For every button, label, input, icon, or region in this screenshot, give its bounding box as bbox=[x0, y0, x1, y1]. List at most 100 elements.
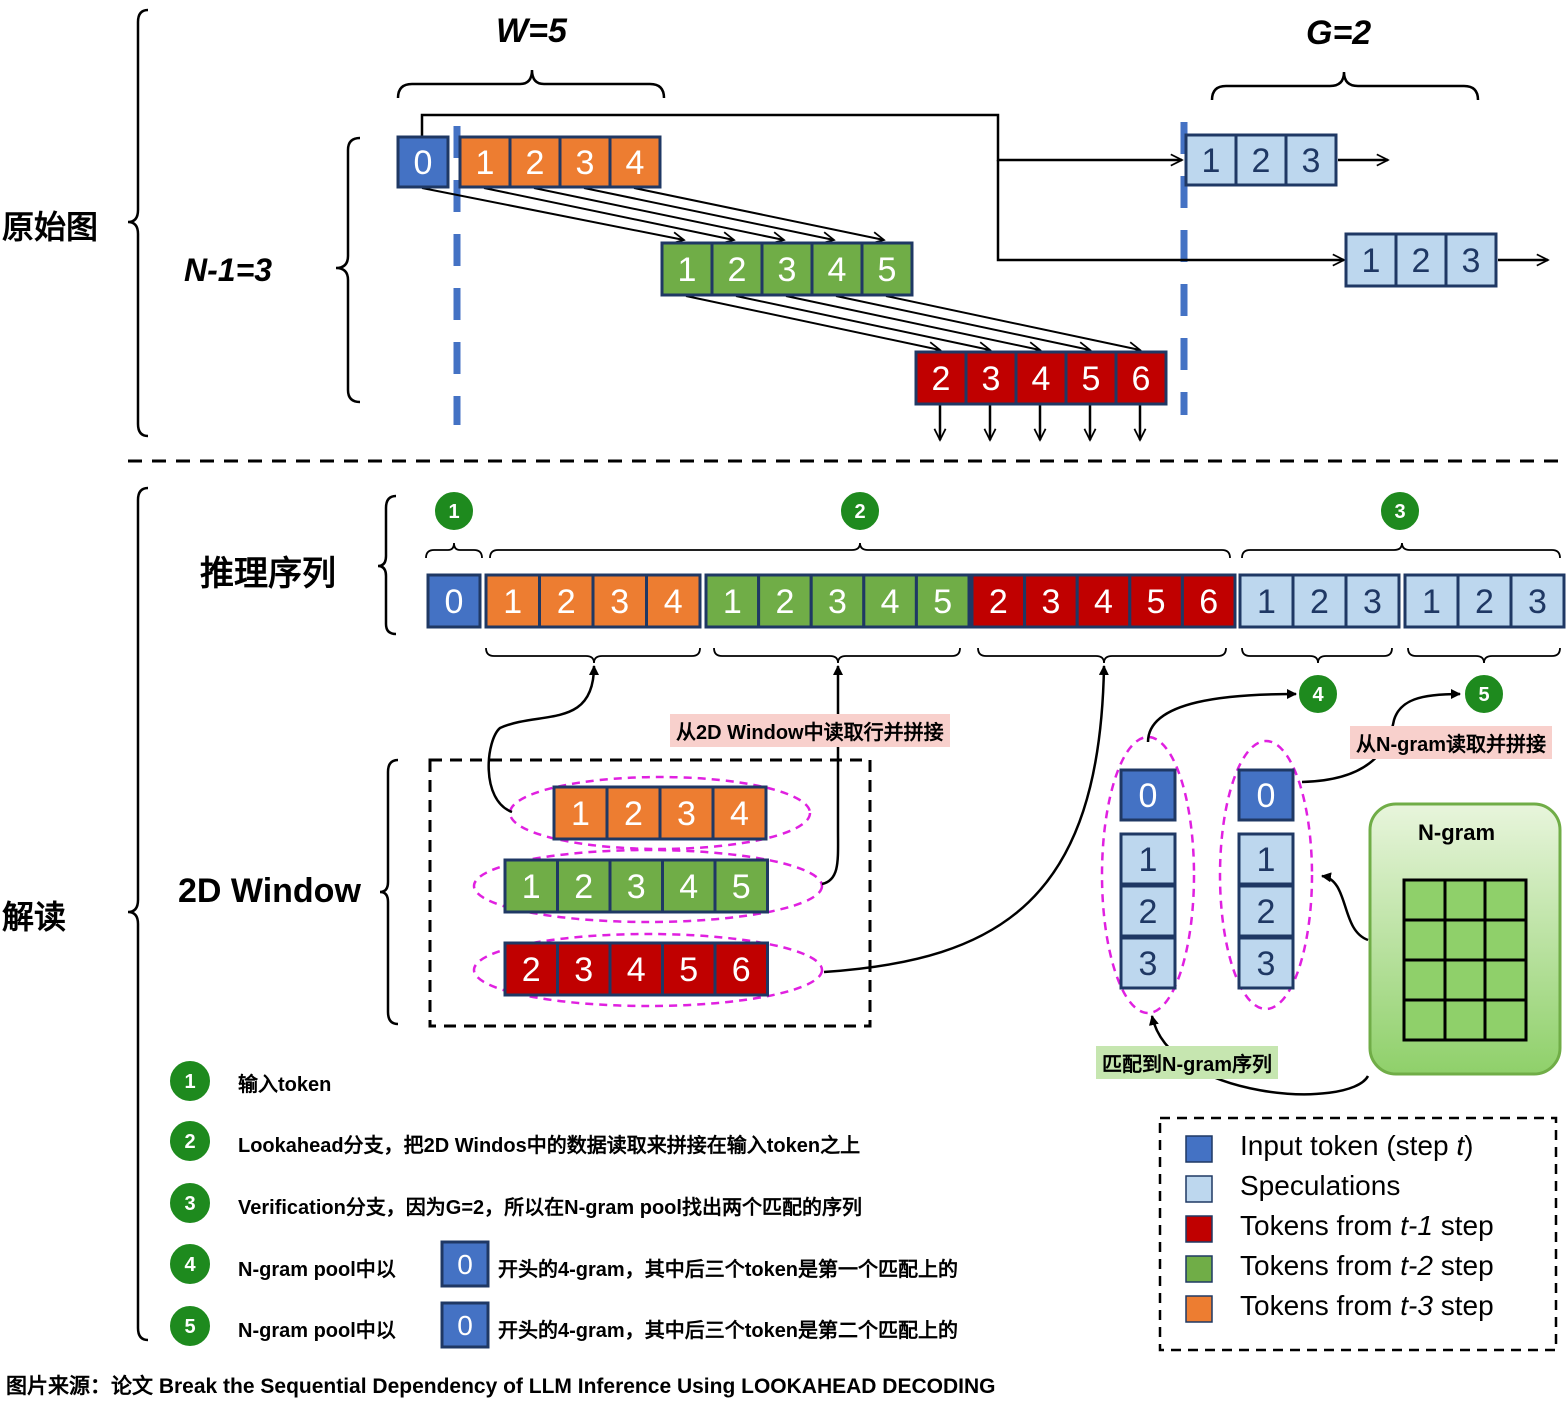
note-5-post: 开头的4-gram，其中后三个token是第二个匹配上的 bbox=[498, 1320, 959, 1342]
legend-swatch-3 bbox=[1185, 1255, 1213, 1283]
note-3: Verification分支，因为G=2，所以在N-gram pool找出两个匹… bbox=[238, 1197, 862, 1219]
step-circle-number-5: 5 bbox=[1478, 684, 1489, 706]
top-orange-token-label-1: 2 bbox=[526, 144, 545, 182]
step-circle-1: 1 bbox=[433, 490, 475, 532]
brace-under-spec1 bbox=[1241, 647, 1393, 664]
bottom-section-brace bbox=[127, 486, 149, 1342]
window-red-ellipse bbox=[472, 932, 824, 1008]
win-green-token-0: 1 bbox=[503, 858, 559, 914]
ngram-col2-token-label-0: 0 bbox=[1257, 777, 1276, 815]
bottom-section-label: 解读 bbox=[2, 899, 67, 935]
top-red-token-label-2: 4 bbox=[1032, 360, 1051, 398]
seq-orange-token-label-0: 1 bbox=[503, 583, 522, 621]
win-red-token-label-1: 3 bbox=[574, 951, 593, 989]
legend-swatch-4 bbox=[1185, 1295, 1213, 1323]
note-token-4: 0 bbox=[440, 1240, 490, 1288]
legend-entry-2: Tokens from t-1 step bbox=[1240, 1210, 1494, 1242]
window-red-to-sequence-arrow bbox=[823, 665, 1109, 974]
top-spec1-token-label-2: 3 bbox=[1302, 142, 1321, 180]
legend-after-0: ) bbox=[1464, 1130, 1474, 1161]
top-green-token-2: 3 bbox=[760, 241, 814, 297]
win-green-token-label-3: 4 bbox=[679, 868, 698, 906]
step-circle-number-4: 4 bbox=[1312, 684, 1324, 706]
window-green-ellipse bbox=[472, 848, 824, 924]
top-green-token-label-0: 1 bbox=[678, 251, 697, 289]
seq-green-token-1: 2 bbox=[757, 573, 813, 629]
window-green-to-sequence-arrow bbox=[821, 665, 843, 886]
red-down-arrows bbox=[940, 404, 1140, 440]
top-orange-token-label-0: 1 bbox=[476, 144, 495, 182]
legend-italic-3: t-2 bbox=[1400, 1250, 1433, 1281]
step-circle-2: 2 bbox=[839, 490, 881, 532]
legend-swatch-2 bbox=[1185, 1215, 1213, 1243]
ngram-pool-grid bbox=[1402, 878, 1528, 1042]
brace-over-input bbox=[425, 542, 483, 559]
step-circle-number-1: 1 bbox=[448, 501, 459, 523]
seq-spec2-token-label-2: 3 bbox=[1528, 583, 1547, 621]
win-green-token-2: 3 bbox=[608, 858, 664, 914]
w-label: W=5 bbox=[496, 12, 567, 50]
seq-green-token-4: 5 bbox=[914, 573, 971, 629]
seq-spec1-token-1: 2 bbox=[1291, 573, 1348, 629]
seq-red-token-label-1: 3 bbox=[1041, 583, 1060, 621]
top-red-token-1: 3 bbox=[964, 350, 1018, 406]
seq-input-token-label-0: 0 bbox=[445, 583, 464, 621]
match-ngram-annotation: 匹配到N-gram序列 bbox=[1096, 1046, 1279, 1079]
step-circle-8: 3 bbox=[168, 1181, 212, 1225]
ngram-pool-to-col1-arrow bbox=[1149, 1015, 1370, 1096]
seq-red-token-0: 2 bbox=[970, 573, 1027, 629]
seq-orange-token-label-3: 4 bbox=[664, 583, 683, 621]
note-1: 输入token bbox=[238, 1074, 332, 1096]
note-5-pre: N-gram pool中以 bbox=[238, 1320, 396, 1342]
top-input-token-label-0: 0 bbox=[414, 144, 433, 182]
top-orange-token-label-3: 4 bbox=[626, 144, 645, 182]
top-spec1-token-0: 1 bbox=[1184, 133, 1238, 187]
ngram-col2-token-0: 0 bbox=[1237, 768, 1295, 822]
seq-red-token-label-0: 2 bbox=[989, 583, 1008, 621]
win-red-token-4: 6 bbox=[713, 941, 769, 997]
win-orange-token-1: 2 bbox=[605, 785, 662, 841]
seq-red-token-label-4: 6 bbox=[1199, 583, 1218, 621]
window-box bbox=[428, 758, 872, 1028]
ngram-col1-token-1: 1 bbox=[1119, 832, 1177, 886]
top-green-token-label-3: 4 bbox=[828, 251, 847, 289]
win-orange-token-0: 1 bbox=[552, 785, 609, 841]
seq-spec2-token-0: 1 bbox=[1403, 573, 1460, 629]
win-red-token-3: 5 bbox=[661, 941, 717, 997]
seq-red-token-4: 6 bbox=[1180, 573, 1237, 629]
top-green-token-label-2: 3 bbox=[778, 251, 797, 289]
seq-red-token-label-3: 5 bbox=[1147, 583, 1166, 621]
win-green-token-label-1: 2 bbox=[574, 868, 593, 906]
seq-green-token-label-0: 1 bbox=[723, 583, 742, 621]
n-label: N-1=3 bbox=[184, 252, 273, 288]
top-green-token-label-4: 5 bbox=[878, 251, 897, 289]
win-orange-token-label-0: 1 bbox=[571, 795, 590, 833]
ngram-col1-token-label-2: 2 bbox=[1139, 893, 1158, 931]
legend-entry-3: Tokens from t-2 step bbox=[1240, 1250, 1494, 1282]
legend-italic-0: t bbox=[1456, 1130, 1465, 1161]
seq-spec1-token-0: 1 bbox=[1238, 573, 1295, 629]
window-orange-to-sequence-arrow bbox=[487, 665, 599, 814]
win-orange-token-label-2: 3 bbox=[677, 795, 696, 833]
seq-spec2-token-label-0: 1 bbox=[1422, 583, 1441, 621]
seq-spec1-token-2: 3 bbox=[1344, 573, 1401, 629]
brace-under-orange bbox=[485, 647, 701, 664]
input-to-speculation-arrow-1 bbox=[420, 113, 1182, 160]
top-section-brace bbox=[127, 8, 149, 438]
win-orange-token-2: 3 bbox=[658, 785, 715, 841]
step-circle-4: 4 bbox=[1297, 673, 1339, 715]
seq-red-token-1: 3 bbox=[1023, 573, 1079, 629]
top-red-token-3: 5 bbox=[1064, 350, 1118, 406]
win-red-token-2: 4 bbox=[608, 941, 664, 997]
ngram-col1-token-label-0: 0 bbox=[1139, 777, 1158, 815]
top-orange-token-0: 1 bbox=[458, 135, 512, 189]
seq-red-token-3: 5 bbox=[1128, 573, 1184, 629]
seq-spec2-token-label-1: 2 bbox=[1475, 583, 1494, 621]
legend-after-4: step bbox=[1432, 1290, 1494, 1321]
